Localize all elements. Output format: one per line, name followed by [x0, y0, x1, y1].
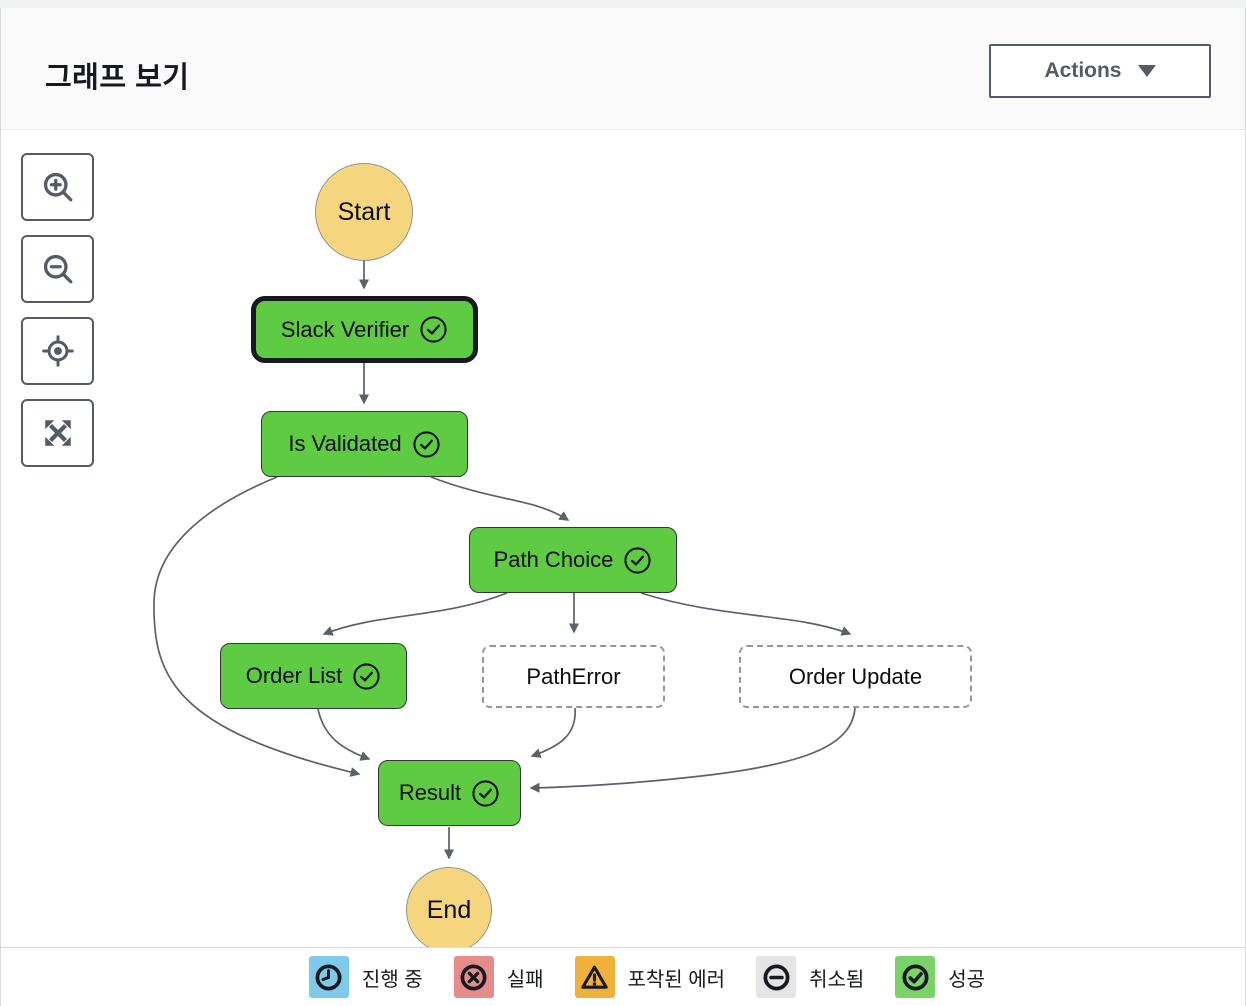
node-label: End [426, 895, 472, 924]
warning-triangle-icon [574, 956, 615, 998]
check-circle-icon [895, 956, 936, 998]
success-check-icon [472, 779, 499, 807]
success-check-icon [413, 430, 440, 458]
node-path-error[interactable]: PathError [482, 645, 665, 708]
zoom-in-icon [43, 172, 72, 202]
minus-circle-icon [756, 956, 797, 998]
node-result[interactable]: Result [378, 760, 521, 826]
node-start[interactable]: Start [315, 163, 413, 261]
node-label: Path Choice [493, 547, 614, 572]
legend-item-failed: 실패 [453, 956, 544, 998]
panel-header: 그래프 보기 Actions [1, 8, 1245, 130]
zoom-out-icon [43, 254, 72, 284]
graph-edges [153, 261, 856, 860]
node-label: Slack Verifier [280, 316, 410, 342]
page-title: 그래프 보기 [45, 62, 190, 94]
graph-canvas[interactable]: Start Slack Verifier Is Validated Path C… [1, 130, 1245, 947]
node-slack-verifier[interactable]: Slack Verifier [251, 296, 478, 363]
success-check-icon [624, 546, 652, 574]
legend-item-in-progress: 진행 중 [308, 956, 423, 998]
status-legend: 진행 중 실패 포착된 에러 [1, 947, 1245, 1006]
node-label: Order List [245, 663, 343, 688]
node-label: Start [337, 197, 391, 226]
actions-button-label: Actions [1044, 59, 1122, 82]
fit-view-button[interactable] [21, 399, 94, 467]
legend-label: 취소됨 [809, 968, 865, 991]
node-end[interactable]: End [406, 867, 492, 947]
node-label: Result [398, 780, 462, 805]
node-path-choice[interactable]: Path Choice [469, 527, 677, 593]
node-order-update[interactable]: Order Update [739, 645, 972, 708]
graph-view-panel: 그래프 보기 Actions [0, 8, 1246, 1006]
node-is-validated[interactable]: Is Validated [261, 411, 468, 477]
legend-label: 진행 중 [361, 968, 423, 991]
node-label: PathError [526, 663, 621, 689]
center-target-icon [41, 335, 74, 367]
legend-item-cancelled: 취소됨 [756, 956, 864, 998]
legend-label: 포착된 에러 [627, 968, 726, 991]
node-label: Order Update [788, 663, 923, 689]
legend-item-caught-error: 포착된 에러 [574, 956, 726, 998]
node-label: Is Validated [288, 431, 402, 456]
actions-button[interactable]: Actions [989, 44, 1211, 98]
success-check-icon [420, 316, 447, 343]
caret-down-icon [1137, 65, 1156, 77]
zoom-in-button[interactable] [21, 153, 94, 221]
legend-label: 실패 [506, 968, 544, 991]
node-order-list[interactable]: Order List [220, 643, 407, 709]
center-graph-button[interactable] [21, 317, 94, 385]
expand-arrows-icon [44, 420, 71, 446]
legend-item-succeeded: 성공 [895, 956, 985, 998]
clock-icon [308, 956, 349, 998]
x-circle-icon [453, 956, 494, 998]
zoom-out-button[interactable] [21, 235, 94, 303]
success-check-icon [353, 662, 380, 690]
legend-label: 성공 [948, 968, 986, 991]
zoom-toolbar [21, 153, 94, 467]
